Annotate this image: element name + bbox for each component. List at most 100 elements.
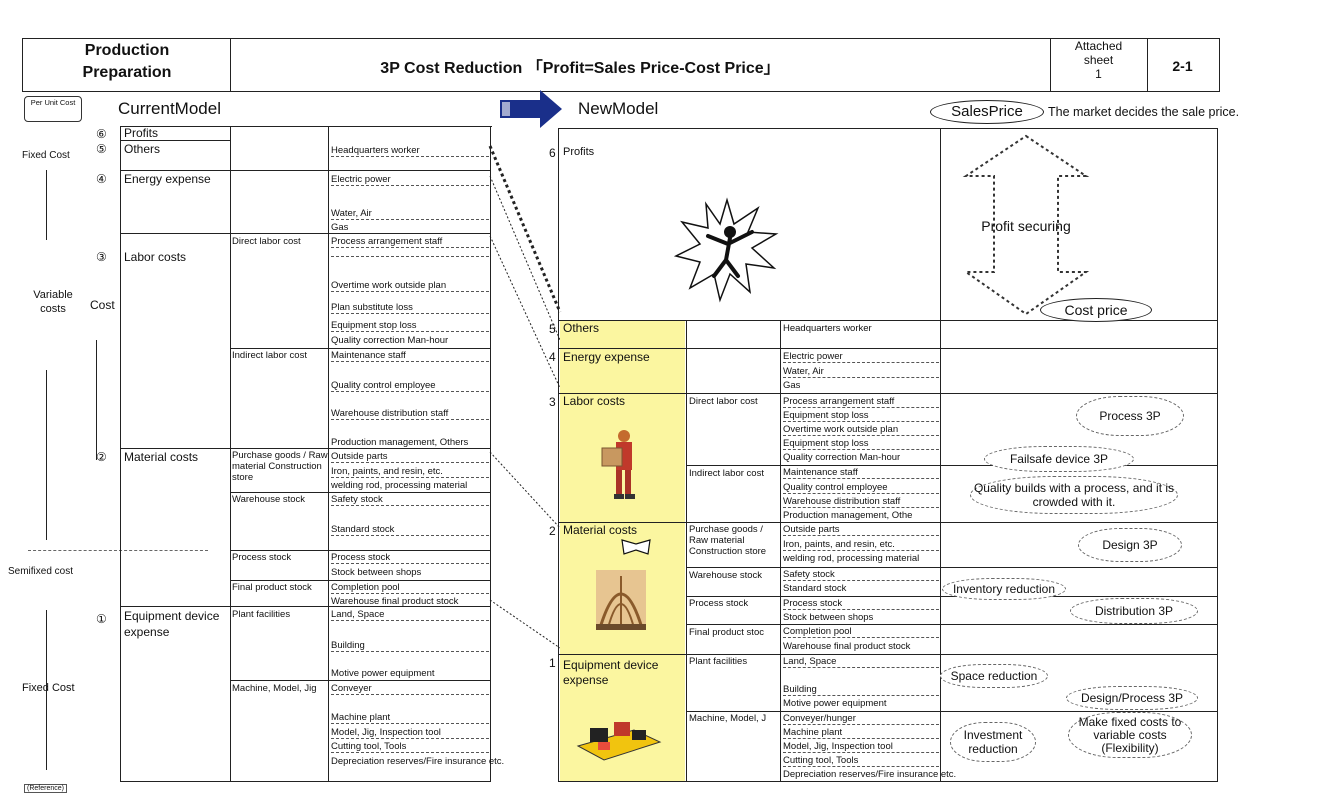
sales-price-badge: SalesPrice <box>930 100 1044 124</box>
new-item: Completion pool <box>783 626 939 638</box>
callout-distribution-3p: Distribution 3P <box>1070 598 1198 624</box>
arrow-right-icon <box>498 88 564 130</box>
current-item: Overtime work outside plan <box>331 280 489 292</box>
callout-fixed-to-variable: Make fixed costs to variable costs (Flex… <box>1068 712 1192 758</box>
current-item: Gas <box>331 222 489 233</box>
cost-label: Cost <box>90 298 115 312</box>
current-item: Electric power <box>331 174 489 186</box>
new-item: Model, Jig, Inspection tool <box>783 741 939 753</box>
current-cat-energy: Energy expense <box>124 172 211 186</box>
new-item: Equipment stop loss <box>783 410 939 422</box>
callout-process-3p: Process 3P <box>1076 396 1184 436</box>
new-item: Quality correction Man-hour <box>783 452 939 463</box>
variable-costs-label: Variable costs <box>24 288 82 316</box>
profit-securing-label: Profit securing <box>966 218 1086 234</box>
new-cat-material: Material costs <box>563 523 637 537</box>
current-item: Quality control employee <box>331 380 489 392</box>
current-item: Production management, Others <box>331 437 497 448</box>
new-subcat: Direct labor cost <box>689 396 779 407</box>
new-item: Headquarters worker <box>783 323 939 334</box>
new-subcat: Indirect labor cost <box>689 468 779 479</box>
new-item: Depreciation reserves/Fire insurance etc… <box>783 769 983 780</box>
current-subcat: Final product stock <box>232 582 328 593</box>
current-item: Maintenance staff <box>331 350 489 362</box>
current-item: welding rod, processing material <box>331 480 497 491</box>
new-item: Land, Space <box>783 656 939 668</box>
header-left-title: Production Preparation <box>24 40 230 84</box>
current-item: Quality correction Man-hour <box>331 335 489 346</box>
callout-design-3p: Design 3P <box>1078 528 1182 562</box>
per-unit-cost-box: Per Unit Cost <box>24 96 82 122</box>
current-item: Conveyer <box>331 683 489 695</box>
connector-arrows <box>488 140 568 660</box>
current-item: Process arrangement staff <box>331 236 489 248</box>
current-model-title: CurrentModel <box>118 99 221 119</box>
new-cat-profits: Profits <box>563 146 594 158</box>
current-cat-material: Material costs <box>124 450 198 464</box>
current-subcat: Plant facilities <box>232 609 328 620</box>
new-item: Warehouse final product stock <box>783 641 939 652</box>
new-item: Conveyer/hunger <box>783 713 939 725</box>
new-item: Process stock <box>783 598 939 610</box>
new-item: Process arrangement staff <box>783 396 939 408</box>
fixed-cost-bottom-label: Fixed Cost <box>22 682 75 694</box>
machinery-icon <box>574 712 664 764</box>
new-item: Gas <box>783 380 939 391</box>
new-item: Overtime work outside plan <box>783 424 939 436</box>
new-item: Motive power equipment <box>783 698 939 709</box>
current-cat-profits: Profits <box>124 126 158 140</box>
current-item: Iron, paints, and resin, etc. <box>331 466 489 478</box>
callout-failsafe: Failsafe device 3P <box>984 446 1134 472</box>
current-item: Standard stock <box>331 524 489 536</box>
callout-space: Space reduction <box>940 664 1048 688</box>
new-item: Quality control employee <box>783 482 939 494</box>
current-subcat: Purchase goods / Raw material Constructi… <box>232 450 328 483</box>
dancing-figure-icon <box>672 196 782 306</box>
current-item: Model, Jig, Inspection tool <box>331 727 489 739</box>
new-subcat: Warehouse stock <box>689 570 779 581</box>
current-cat-equipment: Equipment device expense <box>124 608 224 640</box>
new-item: Maintenance staff <box>783 467 939 479</box>
current-item: Completion pool <box>331 582 489 594</box>
worker-carrying-box-icon <box>598 428 642 502</box>
callout-quality: Quality builds with a process, and it is… <box>970 476 1178 514</box>
current-item: Motive power equipment <box>331 668 489 679</box>
current-item: Land, Space <box>331 609 489 621</box>
new-subcat: Plant facilities <box>689 656 779 667</box>
current-subcat: Direct labor cost <box>232 236 328 247</box>
new-cat-labor: Labor costs <box>563 394 625 408</box>
new-item: Safety stock <box>783 569 939 581</box>
new-cat-others: Others <box>563 321 599 335</box>
new-item: Production management, Othe <box>783 510 939 521</box>
current-cat-others: Others <box>124 142 160 156</box>
fixed-cost-top-label: Fixed Cost <box>22 150 70 161</box>
current-item: Machine plant <box>331 712 489 724</box>
new-subcat: Final product stoc <box>689 627 779 638</box>
wooden-structure-icon <box>596 570 646 630</box>
new-item: Iron, paints, and resin, etc. <box>783 539 939 551</box>
new-item: Cutting tool, Tools <box>783 755 939 767</box>
current-subcat: Warehouse stock <box>232 494 328 505</box>
new-item: Stock between shops <box>783 612 939 623</box>
current-item: Process stock <box>331 552 489 564</box>
current-item <box>331 256 489 257</box>
cost-price-badge: Cost price <box>1040 298 1152 322</box>
current-item: Outside parts <box>331 451 489 463</box>
new-item: Outside parts <box>783 524 939 536</box>
current-item: Depreciation reserves/Fire insurance etc… <box>331 756 543 767</box>
current-item: Headquarters worker <box>331 145 489 157</box>
current-item: Equipment stop loss <box>331 320 489 332</box>
callout-investment: Investment reduction <box>950 722 1036 762</box>
current-subcat: Process stock <box>232 552 328 563</box>
current-item: Warehouse final product stock <box>331 596 489 607</box>
new-item: Electric power <box>783 351 939 363</box>
new-model-title: NewModel <box>578 99 658 119</box>
callout-design-process: Design/Process 3P <box>1066 686 1198 710</box>
current-item: Cutting tool, Tools <box>331 741 489 753</box>
reference-label: (Reference) <box>24 784 67 793</box>
semifixed-cost-label: Semifixed cost <box>8 566 73 577</box>
attached-sheet: Attached sheet 1 <box>1050 39 1147 81</box>
current-item: Safety stock <box>331 494 489 506</box>
current-subcat: Indirect labor cost <box>232 350 328 361</box>
new-item: Standard stock <box>783 583 939 594</box>
